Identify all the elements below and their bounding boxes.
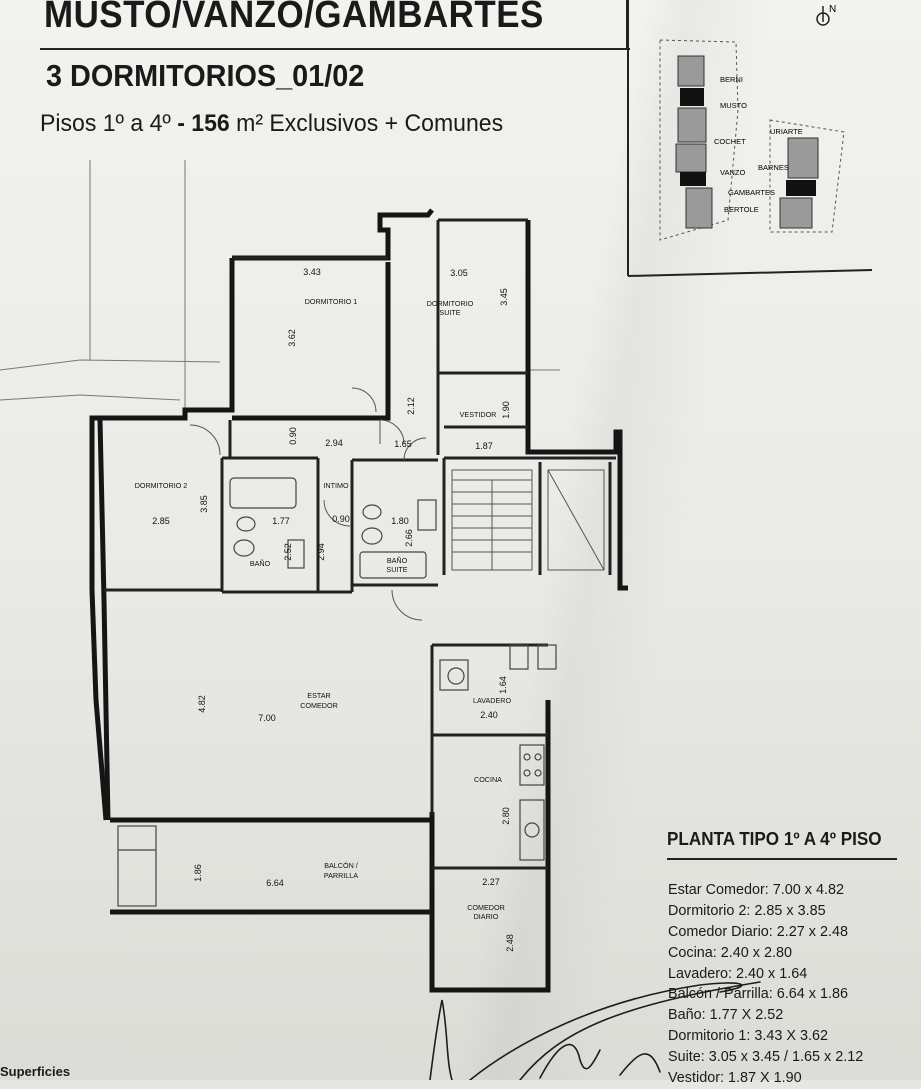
site-label-cochet: COCHET	[714, 137, 746, 146]
dim-3-45: 3.45	[499, 288, 509, 306]
site-plan-key: N BERNI MUSTO COCHET VANZO GAMBARTES BER…	[627, 0, 873, 277]
floors-area-line: Pisos 1º a 4º - 156 m² Exclusivos + Comu…	[40, 110, 503, 138]
dim-1-87: 1.87	[475, 441, 493, 451]
legend-item: Dormitorio 2: 2.85 x 3.85	[668, 902, 826, 919]
room-label-comedor-diario: COMEDOR	[467, 903, 505, 912]
compass-icon: N	[816, 4, 836, 26]
dim-0-90-intimo: 0.90	[288, 427, 298, 445]
room-label-dormitorio-1: DORMITORIO 1	[305, 297, 358, 306]
stairs	[451, 469, 605, 571]
site-buildings	[675, 55, 819, 229]
legend-item: Dormitorio 1: 3.43 X 3.62	[668, 1028, 828, 1045]
dim-4-82: 4.82	[197, 695, 207, 713]
dim-1-86: 1.86	[193, 864, 203, 882]
title-rule	[40, 48, 630, 50]
room-label-comedor: COMEDOR	[300, 701, 338, 710]
site-label-berni: BERNI	[720, 75, 743, 84]
interior-walls	[104, 218, 616, 870]
room-label-bano-suite-2: SUITE	[386, 565, 407, 574]
dim-1-90: 1.90	[501, 401, 511, 419]
dim-3-85: 3.85	[199, 495, 209, 513]
construction-lines	[0, 160, 560, 420]
site-label-bertole: BERTOLE	[724, 205, 759, 214]
dimension-labels: 3.43 3.62 3.05 3.45 2.12 1.90 1.87 0.90 …	[152, 267, 515, 952]
room-label-estar: ESTAR	[307, 691, 330, 700]
legend-item: Estar Comedor: 7.00 x 4.82	[668, 882, 844, 898]
exterior-walls	[89, 208, 628, 993]
superficies-label: Superficies	[0, 1064, 71, 1079]
room-label-parrilla: PARRILLA	[324, 871, 358, 880]
legend-item: Comedor Diario: 2.27 x 2.48	[668, 923, 848, 940]
north-label: N	[829, 4, 836, 15]
unit-type-title: 3 DORMITORIOS_01/02	[46, 58, 365, 93]
site-plan-frame	[627, 0, 873, 277]
room-label-balcon: BALCÓN /	[324, 861, 358, 870]
legend-item: Cocina: 2.40 x 2.80	[668, 944, 792, 961]
site-label-vanzo: VANZO	[720, 168, 745, 177]
door-swings	[189, 387, 427, 621]
room-label-bano: BAÑO	[250, 559, 271, 568]
room-labels: DORMITORIO 1 DORMITORIO SUITE VESTIDOR D…	[135, 297, 512, 921]
site-labels: BERNI MUSTO COCHET VANZO GAMBARTES BERTO…	[714, 75, 803, 214]
room-label-comedor-diario-2: DIARIO	[474, 912, 499, 921]
dim-2-80: 2.80	[501, 807, 511, 825]
room-label-intimo: INTIMO	[323, 481, 349, 490]
legend-title: PLANTA TIPO 1º A 4º PISO	[667, 829, 882, 849]
floors-range: Pisos 1º a 4º	[40, 110, 171, 137]
room-label-bano-suite: BAÑO	[387, 556, 408, 565]
dim-2-94-hall: 2.94	[325, 438, 343, 448]
dash: -	[177, 110, 185, 137]
room-label-vestidor: VESTIDOR	[460, 410, 497, 419]
dim-2-94-intimo: 2.94	[316, 543, 326, 561]
dim-2-12: 2.12	[406, 397, 416, 415]
area-value: 156	[191, 110, 230, 137]
site-label-gambartes: GAMBARTES	[728, 188, 775, 197]
dim-7-00: 7.00	[258, 713, 276, 723]
fixtures	[117, 477, 557, 907]
dim-2-27: 2.27	[482, 877, 500, 887]
room-label-lavadero: LAVADERO	[473, 696, 511, 705]
dim-2-40: 2.40	[480, 710, 498, 720]
dim-2-52: 2.52	[283, 543, 293, 561]
site-label-uriarte: URIARTE	[770, 127, 803, 136]
dim-1-80: 1.80	[391, 516, 409, 526]
room-label-cocina: COCINA	[474, 775, 502, 784]
dim-1-64: 1.64	[498, 676, 508, 694]
site-boundary-left	[659, 39, 739, 241]
legend-item: Baño: 1.77 X 2.52	[668, 1007, 784, 1024]
area-suffix: m² Exclusivos + Comunes	[236, 110, 504, 137]
dim-3-62: 3.62	[287, 329, 297, 347]
dim-2-85: 2.85	[152, 516, 170, 526]
legend-rule	[667, 858, 897, 860]
dim-0-90-intimo-2: 0.90	[332, 514, 350, 524]
dim-6-64: 6.64	[266, 878, 284, 888]
dim-1-65: 1.65	[394, 439, 412, 449]
site-boundary-right	[769, 119, 845, 233]
dim-3-05: 3.05	[450, 268, 468, 278]
site-label-barnes: BARNES	[758, 163, 789, 172]
legend-item: Lavadero: 2.40 x 1.64	[668, 965, 808, 982]
building-title: MUSTO/VANZO/GAMBARTES	[44, 0, 544, 36]
room-label-dormitorio-suite: DORMITORIO	[427, 299, 474, 308]
dim-3-43: 3.43	[303, 267, 321, 277]
legend-item: Suite: 3.05 x 3.45 / 1.65 x 2.12	[668, 1049, 864, 1066]
dim-2-66: 2.66	[404, 529, 414, 547]
room-label-dormitorio-2: DORMITORIO 2	[135, 481, 188, 490]
room-label-dormitorio-suite-2: SUITE	[439, 308, 460, 317]
dim-2-48: 2.48	[505, 934, 515, 952]
site-label-musto: MUSTO	[720, 101, 747, 110]
dim-1-77: 1.77	[272, 516, 290, 526]
